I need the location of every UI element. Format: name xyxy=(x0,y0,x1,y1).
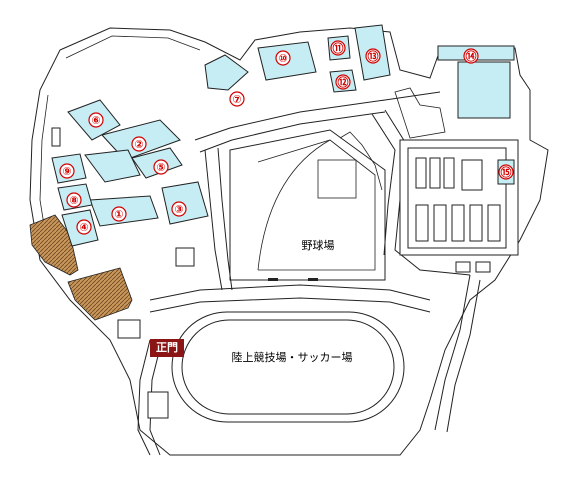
building-7 xyxy=(204,54,249,91)
marker-6[interactable]: ⑥ xyxy=(88,112,104,128)
small-structure-e2 xyxy=(475,261,491,273)
small-structure-s2 xyxy=(147,391,169,419)
svg-text:⑦: ⑦ xyxy=(232,93,241,106)
small-structure-e1 xyxy=(455,261,471,273)
road-north-edge xyxy=(199,111,386,153)
marker-4[interactable]: ④ xyxy=(76,219,92,235)
marker-13[interactable]: ⑬ xyxy=(365,48,381,64)
marker-14[interactable]: ⑭ xyxy=(463,48,479,64)
svg-text:③: ③ xyxy=(174,203,183,216)
marker-7[interactable]: ⑦ xyxy=(229,91,245,107)
road-south-east-edge xyxy=(446,279,481,433)
svg-text:⑩: ⑩ xyxy=(278,52,287,65)
svg-text:⑬: ⑬ xyxy=(368,49,379,63)
road-east-edge xyxy=(371,113,396,256)
baseball-gate-left xyxy=(268,278,278,281)
svg-text:⑨: ⑨ xyxy=(62,165,71,178)
road-central-edge xyxy=(149,297,431,313)
svg-text:⑫: ⑫ xyxy=(338,75,349,89)
small-structure-w1 xyxy=(51,127,61,147)
baseball-field-boundary xyxy=(229,129,386,281)
marker-15[interactable]: ⑮ xyxy=(498,164,514,180)
baseball-arc xyxy=(257,139,331,271)
svg-text:②: ② xyxy=(134,138,143,151)
marker-5[interactable]: ⑤ xyxy=(153,159,169,175)
baseball-infield xyxy=(317,159,357,199)
small-structure-c1 xyxy=(175,247,195,267)
road-north xyxy=(194,91,441,141)
small-structure-s1 xyxy=(117,319,141,339)
road-central xyxy=(149,284,431,301)
parking-area-ne xyxy=(394,87,446,139)
svg-text:⑧: ⑧ xyxy=(69,194,78,207)
svg-text:④: ④ xyxy=(79,221,88,234)
svg-text:①: ① xyxy=(114,208,123,221)
baseball-outfield-line xyxy=(257,139,376,271)
marker-3[interactable]: ③ xyxy=(171,201,187,217)
athletics-field-label: 陸上競技場・サッカー場 xyxy=(232,350,353,364)
marker-10[interactable]: ⑩ xyxy=(275,50,291,66)
marker-1[interactable]: ① xyxy=(111,206,127,222)
marker-2[interactable]: ② xyxy=(131,136,147,152)
svg-text:⑤: ⑤ xyxy=(156,161,165,174)
marker-8[interactable]: ⑧ xyxy=(66,192,82,208)
main-gate-label[interactable]: 正門 xyxy=(150,339,184,357)
road-south-east xyxy=(434,274,471,431)
slope-area-west xyxy=(29,214,79,276)
bleacher-stands xyxy=(339,131,383,191)
building-3 xyxy=(161,181,209,225)
marker-11[interactable]: ⑪ xyxy=(330,40,346,56)
baseball-field-label: 野球場 xyxy=(302,238,335,252)
svg-text:⑪: ⑪ xyxy=(333,41,344,55)
marker-9[interactable]: ⑨ xyxy=(59,163,75,179)
tennis-courts-lower xyxy=(415,204,501,242)
boundary-inner-north xyxy=(65,35,201,59)
campus-boundary xyxy=(29,27,549,456)
marker-12[interactable]: ⑫ xyxy=(335,74,351,90)
road-main-gate xyxy=(137,339,151,456)
road-west-of-field xyxy=(204,149,223,291)
svg-text:⑭: ⑭ xyxy=(466,49,477,63)
svg-text:⑥: ⑥ xyxy=(91,114,100,127)
running-track-inner xyxy=(181,319,395,415)
baseball-gate-right xyxy=(308,278,318,281)
building-14-main xyxy=(457,61,511,119)
tennis-courts-upper xyxy=(415,157,483,191)
svg-text:⑮: ⑮ xyxy=(501,165,512,179)
building-central-block xyxy=(84,149,141,183)
slope-area-south xyxy=(67,267,133,321)
running-track-outer xyxy=(171,311,405,423)
